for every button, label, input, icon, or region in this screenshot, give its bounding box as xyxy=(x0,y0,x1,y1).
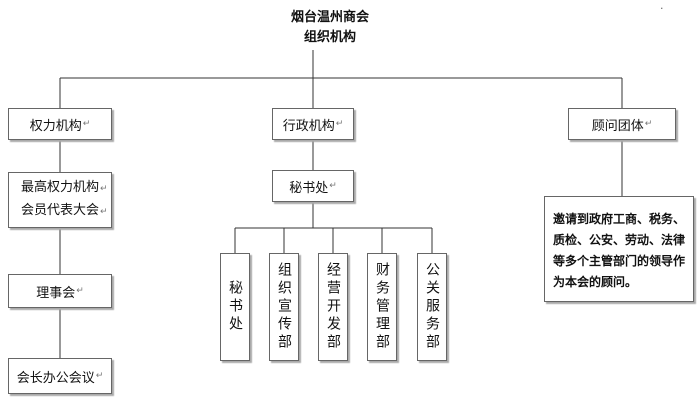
page-title: 烟台温州商会 组织机构 xyxy=(240,8,420,48)
dept-business-dev-box: 经营开发部 xyxy=(318,253,348,361)
dept-finance-label: 财务管理部 xyxy=(374,262,390,352)
para-mark: ↵ xyxy=(82,119,91,129)
dept-pr-service-label: 公关服务部 xyxy=(424,262,440,352)
para-mark: ↵ xyxy=(100,184,108,194)
power-org-box: 权力机构↵ xyxy=(8,108,112,140)
secretariat-label: 秘书处 xyxy=(289,180,329,196)
para-mark: ↵ xyxy=(76,286,84,296)
para-mark: ↵ xyxy=(335,119,344,129)
corner-mark: · xyxy=(660,2,664,15)
highest-power-text2: 会员代表大会 xyxy=(21,203,100,218)
para-mark: ↵ xyxy=(100,207,108,217)
para-mark: ↵ xyxy=(644,119,653,129)
dept-org-publicity-box: 组织宣传部 xyxy=(269,253,299,361)
dept-finance-box: 财务管理部 xyxy=(367,253,397,361)
para-mark: ↵ xyxy=(329,181,337,191)
dept-secretariat-label: 秘书处 xyxy=(227,280,243,334)
highest-power-line2: 会员代表大会↵ xyxy=(21,200,108,223)
highest-power-box: 最高权力机构↵ 会员代表大会↵ xyxy=(8,172,112,228)
page-title-line2: 组织机构 xyxy=(303,30,356,45)
page-title-line1: 烟台温州商会 xyxy=(290,10,369,25)
dept-business-dev-label: 经营开发部 xyxy=(325,262,341,352)
power-org-label: 权力机构 xyxy=(29,118,82,134)
presidents-office-box: 会长办公会议↵ xyxy=(8,358,112,394)
advisory-group-label: 顾问团体 xyxy=(591,118,644,134)
admin-org-label: 行政机构 xyxy=(282,118,335,134)
council-box: 理事会↵ xyxy=(8,274,112,308)
advisory-description-text: 邀请到政府工商、税务、质检、公安、劳动、法律等多个主管部门的领导作为本会的顾问。 xyxy=(553,212,686,289)
dept-pr-service-box: 公关服务部 xyxy=(417,253,447,361)
highest-power-text1: 最高权力机构 xyxy=(21,180,100,195)
council-label: 理事会 xyxy=(36,285,76,301)
advisory-description-box: 邀请到政府工商、税务、质检、公安、劳动、法律等多个主管部门的领导作为本会的顾问。 xyxy=(544,196,694,302)
para-mark: ↵ xyxy=(95,371,104,381)
highest-power-line1: 最高权力机构↵ xyxy=(21,177,108,200)
dept-secretariat-box: 秘书处 xyxy=(220,253,250,361)
presidents-office-label: 会长办公会议 xyxy=(16,370,95,386)
secretariat-box: 秘书处↵ xyxy=(272,170,354,202)
dept-org-publicity-label: 组织宣传部 xyxy=(276,262,292,352)
admin-org-box: 行政机构↵ xyxy=(272,108,354,140)
advisory-group-box: 顾问团体↵ xyxy=(568,108,676,140)
